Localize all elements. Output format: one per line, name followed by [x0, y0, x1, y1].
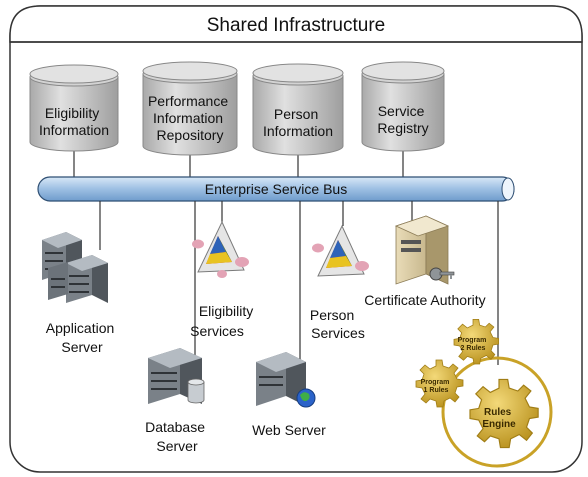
db-label-line: Information	[263, 123, 333, 139]
db-label-line: Eligibility	[45, 105, 99, 121]
program-2-rules-label: Program 2 Rules	[458, 337, 489, 352]
gear-icon	[469, 378, 539, 449]
svg-text:Person Information: Person Information	[263, 106, 333, 139]
eligibility-services-label: Eligibility Services	[190, 303, 257, 339]
db-label-line: Information	[39, 122, 109, 138]
database-performance-information-repository: Performance Information Repository	[142, 61, 238, 156]
server-with-globe-icon	[256, 352, 316, 408]
service-prism-icon	[192, 220, 249, 278]
db-label-line: Repository	[157, 127, 224, 143]
gear-icon	[415, 359, 464, 408]
db-label-line: Person	[274, 106, 318, 122]
diagram-title: Shared Infrastructure	[207, 15, 385, 36]
database-connectors	[73, 150, 404, 178]
web-server-label: Web Server	[252, 422, 326, 438]
bus-label: Enterprise Service Bus	[205, 181, 347, 197]
db-label-line: Information	[153, 110, 223, 126]
gear-icon	[453, 319, 500, 365]
db-label-line: Registry	[377, 120, 428, 136]
enterprise-service-bus: Enterprise Service Bus	[37, 176, 515, 202]
db-label-line: Performance	[148, 93, 228, 109]
database-server-label: Database Server	[145, 419, 209, 454]
rules-engine-gears: Program 2 Rules Program 1 Rules Rules En…	[415, 319, 553, 468]
server-with-key-icon	[394, 215, 455, 285]
db-label-line: Service	[378, 103, 425, 119]
server-rack-icon	[42, 232, 108, 303]
database-person-information: Person Information	[252, 63, 344, 156]
certificate-authority-label: Certificate Authority	[364, 292, 485, 308]
svg-text:Performance Information: Performance Information Repository	[148, 93, 232, 143]
application-server-label: Application Server	[46, 320, 118, 355]
person-services-label: Person Services	[310, 307, 365, 341]
service-prism-icon	[312, 224, 369, 277]
svg-text:Eligibility Information: Eligibility Information	[39, 105, 109, 138]
database-eligibility-information: Eligibility Information	[29, 64, 119, 152]
title-header	[9, 5, 583, 43]
bus-connectors	[99, 201, 499, 365]
program-1-rules-label: Program 1 Rules	[421, 379, 452, 394]
server-with-database-icon	[148, 348, 205, 404]
database-service-registry: Service Registry	[361, 61, 445, 152]
rules-engine-label: Rules Engine	[482, 407, 516, 430]
svg-text:Service Registry: Service Registry	[377, 103, 428, 136]
